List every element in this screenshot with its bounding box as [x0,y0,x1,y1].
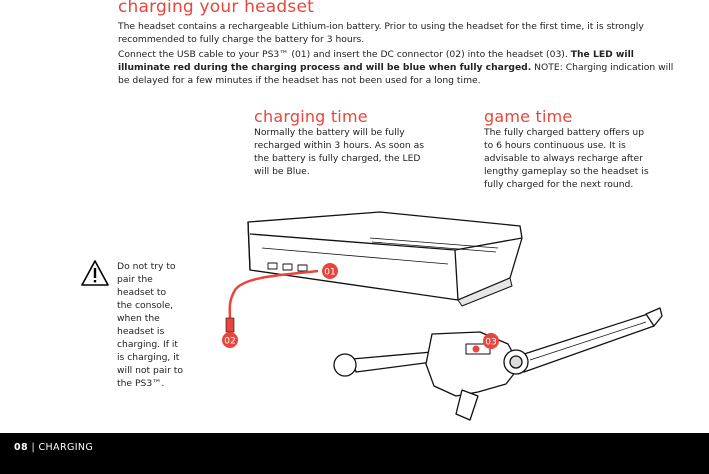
game-time-heading: game time [484,107,573,126]
page-footer: 08 | CHARGING [0,433,709,474]
connect-text: Connect the USB cable to your PS3™ (01) … [118,49,568,60]
intro-paragraph: The headset contains a rechargeable Lith… [118,21,644,45]
section-name: CHARGING [38,442,94,453]
connect-note: NOTE: Charging indication will be delaye… [118,62,674,86]
callout-03: 03 [483,333,499,349]
usb-cable [228,269,319,321]
page-number: 08 [14,442,29,453]
ps3-console [247,211,523,307]
callout-01-label: 01 [324,268,335,278]
connect-bold-text: The LED will illuminate red during the c… [118,49,634,73]
connect-paragraph: Connect the USB cable to your PS3™ (01) … [118,48,678,87]
charging-time-text: Normally the battery will be fully recha… [254,127,424,177]
footer-separator: | [31,442,36,453]
headset [333,307,663,421]
page-title: charging your headset [118,0,314,17]
callout-01: 01 [322,263,338,279]
charging-time-heading: charging time [254,107,368,126]
warning-text: Do not try to pair the headset to the co… [117,261,183,389]
game-time-text: The fully charged battery offers up to 6… [484,127,649,190]
warning-icon [81,260,109,286]
callout-02: 02 [222,332,238,348]
callout-02-label: 02 [224,337,235,347]
dc-connector [225,317,235,333]
callout-03-label: 03 [485,338,496,348]
charging-illustration: 01 02 03 [222,211,663,421]
footer-text: 08 | CHARGING [14,442,93,453]
